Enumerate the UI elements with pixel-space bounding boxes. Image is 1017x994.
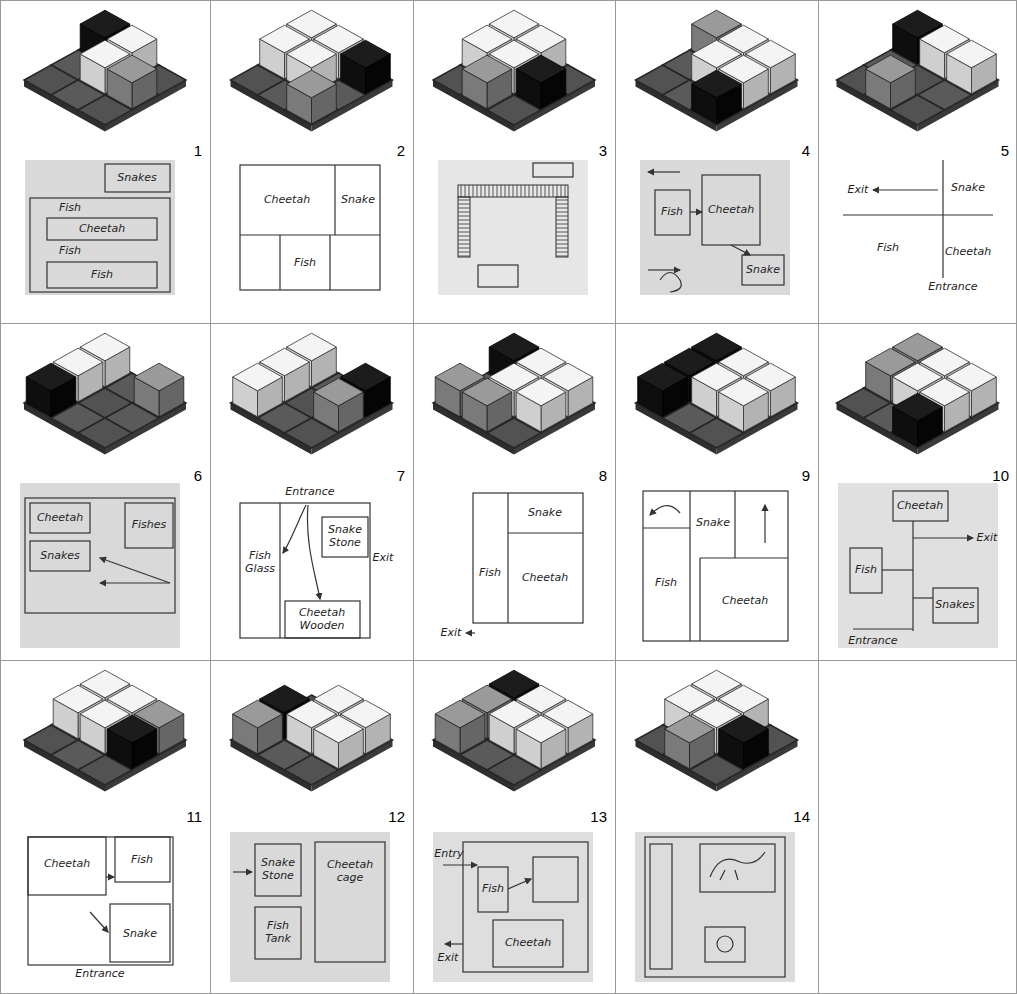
sketch-label: Snake [123,928,157,941]
panel-number: 13 [590,808,607,825]
grid-line [413,0,414,994]
sketch-label: Fish [59,202,81,215]
block-model [433,670,595,791]
block-model [433,10,595,131]
sketch-label: Cheetah [44,858,90,871]
sketch-label: Fish Tank [257,920,299,945]
sketch-label: Fish [131,854,153,867]
floor-sketch [230,483,390,648]
sketch-label: Fish [482,883,504,896]
sketch-label: Cheetah [945,246,991,259]
grid-line [615,0,616,994]
sketch-label: Cheetah [264,194,310,207]
panel-number: 4 [802,142,810,159]
floor-sketch [20,483,180,648]
floor-sketch [843,160,993,295]
block-model [636,10,798,131]
panel-number: 7 [397,467,405,484]
panel-number: 3 [599,142,607,159]
grid-line [210,0,211,994]
sketch-label: Entrance [848,635,897,648]
sketch-label: Fishes [132,519,167,532]
block-model [636,333,798,454]
sketch-label: Snakes [40,550,80,563]
sketch-label: Exit [977,532,998,545]
block-model [837,333,999,454]
sketch-label: Fish [655,577,677,590]
sketch-label: Cheetah [722,595,768,608]
grid-line [0,660,1017,661]
sketch-label: Fish [479,567,501,580]
sketch-label: Snakes [935,599,975,612]
sketch-label: Snake [951,182,985,195]
floor-sketch [433,483,593,648]
sketch-label: Cheetah [897,500,943,513]
panel-number: 14 [793,808,810,825]
sketch-label: Cheetah Wooden [287,607,357,632]
floor-sketch [433,832,593,982]
panel-number: 2 [397,142,405,159]
floor-sketch [438,160,588,295]
sketch-label: Fish [59,245,81,258]
panel-number: 5 [1001,142,1009,159]
sketch-label: Cheetah [522,572,568,585]
block-model [433,333,595,454]
sketch-label: Fish [294,257,316,270]
sketch-label: Exit [373,552,394,565]
panel-number: 10 [992,467,1009,484]
sketch-label: Cheetah [708,204,754,217]
sketch-label: Entrance [75,968,124,981]
floor-sketch [838,483,998,648]
block-model [231,333,393,454]
sketch-label: Entry [434,848,463,861]
sketch-label: Cheetah [79,223,125,236]
block-model [24,670,186,791]
floor-sketch [20,832,180,982]
sketch-label: Entrance [928,281,977,294]
panel-number: 8 [599,467,607,484]
sketch-label: Snakes [117,172,157,185]
panel-number: 9 [802,467,810,484]
sketch-label: Snake Stone [324,524,366,549]
block-model [24,10,186,131]
sketch-label: Cheetah [505,937,551,950]
panel-number: 12 [388,808,405,825]
sketch-label: Fish [661,206,683,219]
block-model [231,10,393,131]
floor-sketch [235,160,385,295]
panel-number: 1 [194,142,202,159]
sketch-label: Cheetah cage [318,859,382,884]
sketch-label: Snake [746,264,780,277]
floor-sketch [635,483,795,648]
sketch-label: Cheetah [37,512,83,525]
sketch-label: Fish [877,242,899,255]
sketch-label: Snake [341,194,375,207]
block-model [636,670,798,791]
sketch-label: Exit [438,952,459,965]
sketch-label: Entrance [285,486,334,499]
sketch-label: Fish [91,269,113,282]
grid-line [818,0,819,994]
sketch-label: Snake [696,517,730,530]
floor-sketch [640,160,790,295]
sketch-label: Exit [848,184,869,197]
sketch-label: Exit [441,627,462,640]
panel-number: 6 [194,467,202,484]
grid-line [0,323,1017,324]
block-model [24,333,186,454]
floor-sketch [230,832,390,982]
block-model [837,10,999,131]
block-model [231,685,393,791]
panel-number: 11 [186,808,202,825]
floor-sketch [25,160,175,295]
sketch-label: Snake Stone [257,857,299,882]
sketch-label: Snake [528,507,562,520]
floor-sketch [635,832,795,982]
sketch-label: Fish [855,564,877,577]
sketch-label: Fish Glass [242,550,278,575]
